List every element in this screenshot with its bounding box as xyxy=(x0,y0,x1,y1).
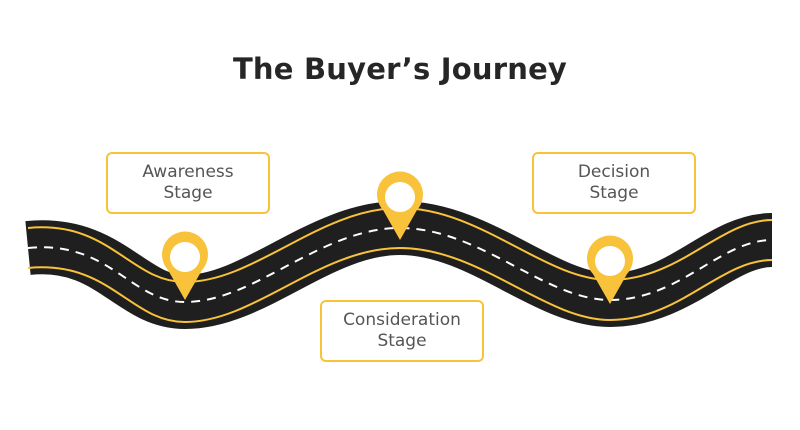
stage-label-line2: Stage xyxy=(377,331,427,351)
diagram-title: The Buyer’s Journey xyxy=(232,52,568,86)
map-pin-icon xyxy=(162,231,208,300)
awareness-stage-box: Awareness Stage xyxy=(106,152,270,214)
consideration-stage-box: Consideration Stage xyxy=(320,300,484,362)
map-pin-icon xyxy=(377,171,423,240)
road-edge-bottom xyxy=(27,246,773,324)
decision-stage-box: Decision Stage xyxy=(532,152,696,214)
road-center-line xyxy=(27,226,773,304)
stage-label-line2: Stage xyxy=(163,183,213,203)
map-pin-icon xyxy=(587,235,633,304)
stage-label-line2: Stage xyxy=(589,183,639,203)
stage-label-line1: Decision xyxy=(577,162,651,182)
stage-label-line1: Consideration xyxy=(343,310,461,330)
stage-label-line1: Awareness xyxy=(142,162,234,182)
